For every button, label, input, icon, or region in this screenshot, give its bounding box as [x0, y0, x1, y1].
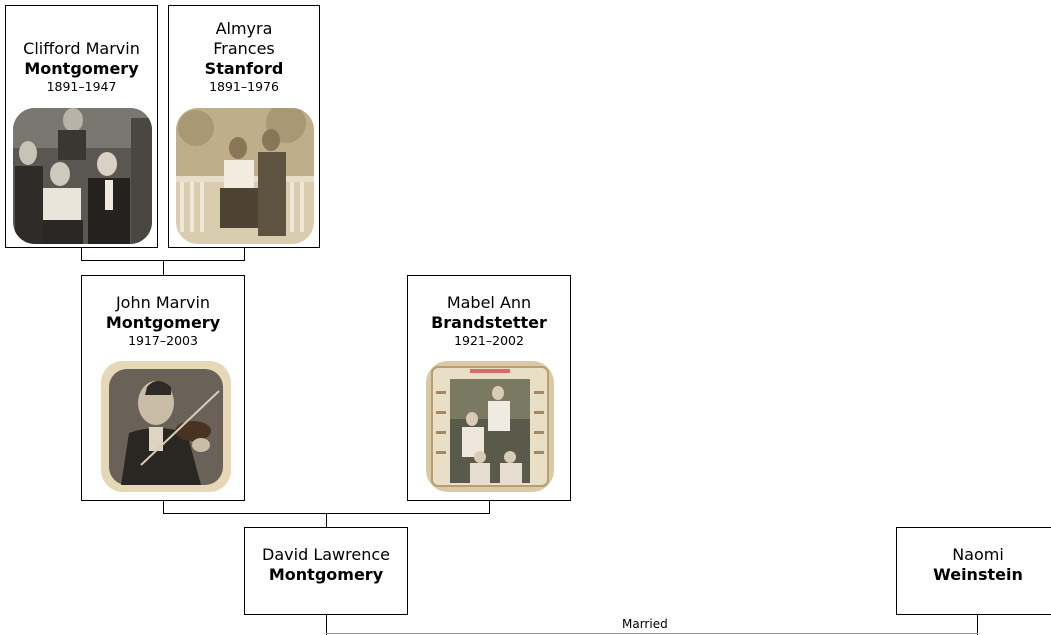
- marriage-line: [326, 633, 978, 634]
- parents-connector: [81, 248, 82, 260]
- surname: Brandstetter: [431, 313, 547, 332]
- couple-portrait-photo: [176, 108, 314, 244]
- person-photo[interactable]: [13, 108, 152, 244]
- parents-connector: [489, 501, 490, 513]
- person-photo[interactable]: [101, 361, 231, 492]
- person-card-almyra[interactable]: Almyra Frances Stanford 1891–1976: [168, 5, 320, 248]
- life-years: 1921–2002: [454, 333, 524, 348]
- marriage-connector: [326, 615, 327, 635]
- marriage-label: Married: [622, 617, 668, 631]
- life-years: 1891–1976: [209, 79, 279, 94]
- group-portrait-photo: [13, 108, 152, 244]
- person-photo[interactable]: [176, 108, 314, 244]
- person-photo[interactable]: [426, 361, 554, 492]
- child-connector: [326, 513, 327, 527]
- surname: Montgomery: [105, 313, 221, 332]
- given-name: John Marvin: [115, 293, 211, 312]
- person-card-david[interactable]: David Lawrence Montgomery: [244, 527, 408, 615]
- surname: Stanford: [204, 59, 284, 78]
- life-years: 1917–2003: [128, 333, 198, 348]
- person-card-naomi[interactable]: Naomi Weinstein: [896, 527, 1051, 615]
- life-years: 1891–1947: [46, 79, 117, 94]
- surname: Montgomery: [268, 565, 384, 584]
- parents-connector: [244, 248, 245, 260]
- person-card-mabel[interactable]: Mabel Ann Brandstetter 1921–2002: [407, 275, 571, 501]
- person-card-clifford[interactable]: Clifford Marvin Montgomery 1891–1947: [5, 5, 158, 248]
- given-name: Clifford Marvin: [23, 39, 140, 58]
- given-name: Naomi: [952, 545, 1004, 564]
- violinist-portrait-photo: [101, 361, 231, 492]
- surname: Montgomery: [24, 59, 139, 78]
- family-group-photo: [426, 361, 554, 492]
- given-name: Mabel Ann: [446, 293, 532, 312]
- given-name: David Lawrence: [262, 545, 390, 564]
- person-card-john[interactable]: John Marvin Montgomery 1917–2003: [81, 275, 245, 501]
- marriage-connector: [977, 615, 978, 635]
- child-connector: [163, 260, 164, 275]
- parents-connector: [163, 501, 164, 513]
- given-name: Almyra Frances: [213, 19, 275, 58]
- surname: Weinstein: [933, 565, 1023, 584]
